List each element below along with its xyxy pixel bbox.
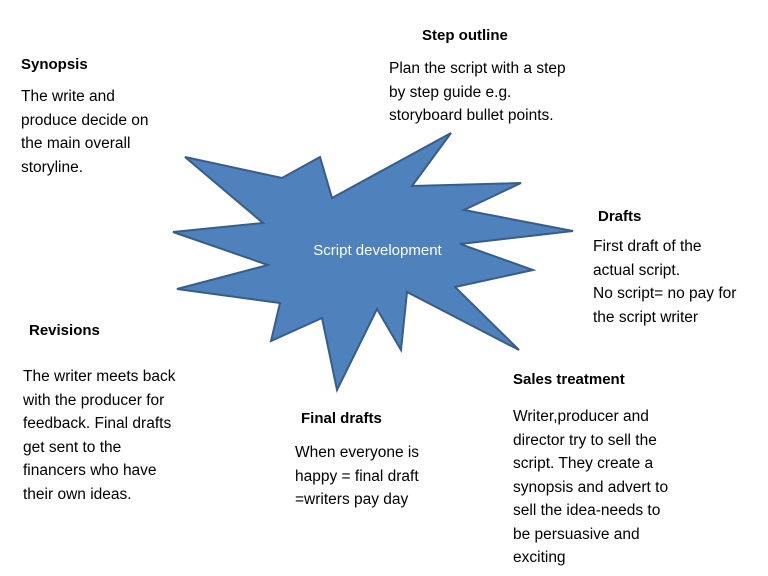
revisions-heading: Revisions bbox=[29, 322, 100, 339]
step-outline-heading: Step outline bbox=[422, 27, 508, 44]
revisions-text: The writer meets back with the producer … bbox=[23, 368, 176, 503]
drafts-heading: Drafts bbox=[598, 208, 642, 225]
synopsis-heading: Synopsis bbox=[21, 56, 88, 73]
drafts-text: First draft of the actual script. No scr… bbox=[593, 238, 737, 326]
starburst-polygon bbox=[172, 132, 574, 394]
sales-treatment-text: Writer,producer and director try to sell… bbox=[513, 408, 669, 566]
step-outline-text: Plan the script with a step by step guid… bbox=[389, 60, 566, 124]
final-drafts-heading: Final drafts bbox=[301, 410, 382, 427]
center-label: Script development bbox=[313, 242, 442, 259]
synopsis-text: The write and produce decide on the main… bbox=[21, 88, 149, 176]
final-drafts-text: When everyone is happy = final draft =wr… bbox=[295, 444, 420, 508]
sales-treatment-heading: Sales treatment bbox=[513, 371, 625, 388]
